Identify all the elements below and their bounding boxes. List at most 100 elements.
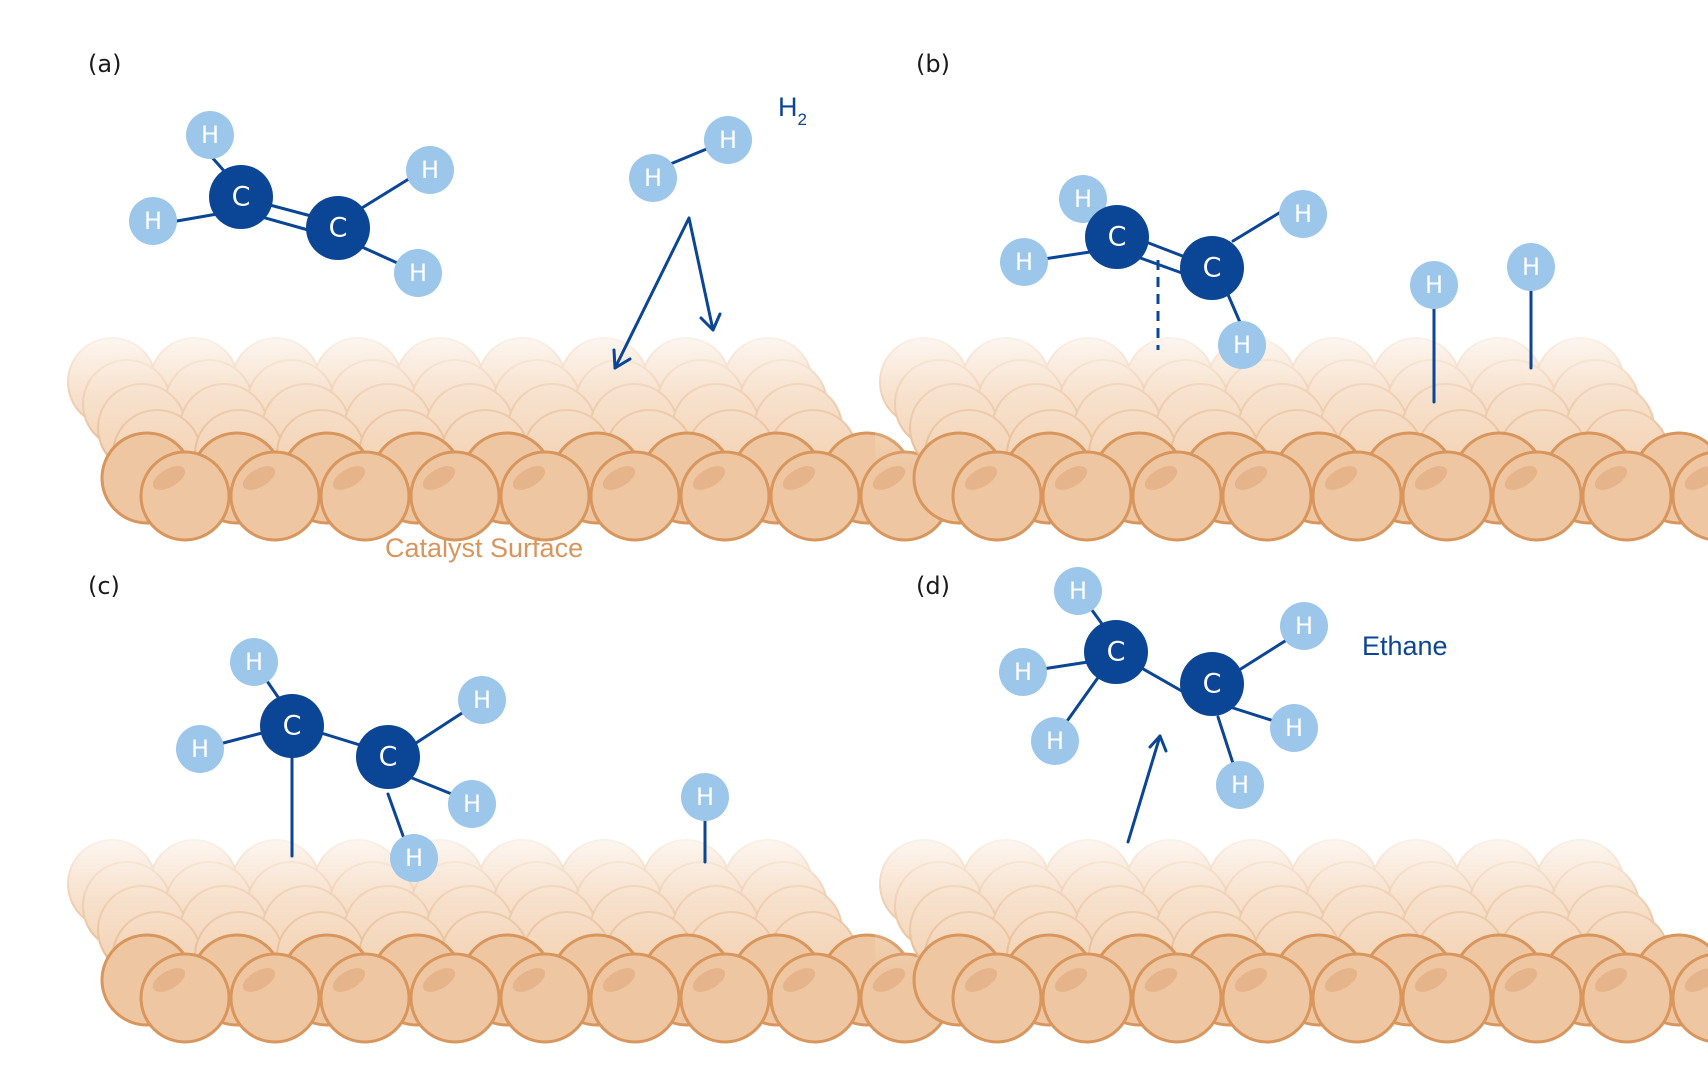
sphere-highlight: [1144, 968, 1178, 992]
carbon-atom: C: [1180, 652, 1244, 716]
sphere-highlight: [242, 466, 276, 490]
svg-text:H: H: [1046, 727, 1064, 755]
carbon-atom: C: [1085, 205, 1149, 269]
hydrogen-molecule-a: H H: [629, 116, 752, 202]
sphere-highlight: [1234, 968, 1268, 992]
svg-text:H: H: [1425, 271, 1443, 299]
svg-text:C: C: [1108, 222, 1127, 253]
surface-sphere: [1401, 450, 1493, 542]
svg-text:C: C: [1203, 669, 1222, 700]
hydrogen-atom: H: [1279, 190, 1327, 238]
panel-label-d: (d): [916, 572, 950, 600]
svg-text:H: H: [1231, 771, 1249, 799]
surface-sphere: [1131, 952, 1223, 1044]
carbon-atom: C: [356, 725, 420, 789]
sphere-highlight: [152, 466, 186, 490]
hydrogen-atom: H: [629, 154, 677, 202]
surface-sphere: [1491, 952, 1583, 1044]
surface-sphere: [1221, 952, 1313, 1044]
hydrogen-atom: H: [394, 249, 442, 297]
surface-sphere: [409, 450, 501, 542]
carbon-atom: C: [1084, 620, 1148, 684]
svg-text:H: H: [1294, 200, 1312, 228]
panel-label-a: (a): [88, 50, 121, 78]
sphere-highlight: [242, 968, 276, 992]
surface-sphere: [1581, 952, 1673, 1044]
sphere-highlight: [692, 968, 726, 992]
svg-text:H: H: [1233, 331, 1251, 359]
sphere-highlight: [692, 466, 726, 490]
adsorbed-hydrogens-b: H H: [1410, 243, 1555, 404]
surface-sphere: [319, 952, 411, 1044]
sphere-highlight: [872, 466, 906, 490]
adsorbed-hydrogen-c: H: [681, 773, 729, 864]
svg-text:C: C: [283, 711, 302, 742]
surface-sphere: [1581, 450, 1673, 542]
sphere-highlight: [782, 466, 816, 490]
svg-text:C: C: [1203, 253, 1222, 284]
surface-sphere: [1311, 450, 1403, 542]
surface-fade: [875, 835, 1675, 970]
svg-text:H: H: [1015, 248, 1033, 276]
carbon-atom: C: [260, 694, 324, 758]
catalyst-surface-a: [63, 333, 951, 542]
svg-text:H: H: [1069, 577, 1087, 605]
sphere-highlight: [512, 968, 546, 992]
surface-fade: [63, 333, 863, 468]
surface-sphere: [409, 952, 501, 1044]
sphere-highlight: [1684, 466, 1708, 490]
svg-text:H: H: [191, 735, 209, 763]
svg-text:C: C: [379, 742, 398, 773]
hydrogen-atom: H: [186, 111, 234, 159]
ethane-label: Ethane: [1362, 631, 1448, 661]
surface-sphere: [319, 450, 411, 542]
catalyst-surface-label: Catalyst Surface: [385, 533, 583, 563]
sphere-highlight: [1414, 466, 1448, 490]
surface-sphere: [1041, 450, 1133, 542]
surface-sphere: [229, 450, 321, 542]
sphere-highlight: [1054, 466, 1088, 490]
h2-label: H2: [778, 92, 807, 129]
surface-sphere: [1041, 952, 1133, 1044]
adsorption-arrows-a: [612, 216, 722, 370]
surface-sphere: [229, 952, 321, 1044]
sphere-highlight: [332, 968, 366, 992]
svg-text:H: H: [1014, 658, 1032, 686]
sphere-highlight: [1324, 466, 1358, 490]
svg-text:H: H: [1285, 714, 1303, 742]
svg-text:H: H: [245, 648, 263, 676]
sphere-highlight: [602, 466, 636, 490]
surface-sphere: [1221, 450, 1313, 542]
sphere-highlight: [602, 968, 636, 992]
hydrogen-atom: H: [1280, 602, 1328, 650]
surface-sphere: [1131, 450, 1223, 542]
svg-text:C: C: [329, 213, 348, 244]
svg-text:H: H: [1295, 612, 1313, 640]
surface-sphere: [679, 952, 771, 1044]
hydrogen-atom: H: [999, 648, 1047, 696]
carbon-atom: C: [1180, 236, 1244, 300]
svg-text:H: H: [696, 783, 714, 811]
sphere-highlight: [1234, 466, 1268, 490]
svg-text:C: C: [1107, 637, 1126, 668]
surface-sphere: [589, 450, 681, 542]
sphere-highlight: [1504, 466, 1538, 490]
hydrogen-atom: H: [1059, 175, 1107, 223]
sphere-highlight: [1594, 968, 1628, 992]
sphere-highlight: [964, 466, 998, 490]
panel-label-c: (c): [88, 572, 120, 600]
sphere-highlight: [872, 968, 906, 992]
hydrogen-atom: H: [1216, 761, 1264, 809]
sphere-highlight: [1054, 968, 1088, 992]
surface-sphere: [769, 450, 861, 542]
carbon-atom: C: [209, 165, 273, 229]
svg-text:H: H: [144, 207, 162, 235]
surface-sphere: [1491, 450, 1583, 542]
sphere-highlight: [782, 968, 816, 992]
surface-sphere: [499, 450, 591, 542]
sphere-highlight: [964, 968, 998, 992]
surface-sphere: [951, 952, 1043, 1044]
surface-fade: [875, 333, 1675, 468]
hydrogen-atom: H: [1270, 704, 1318, 752]
